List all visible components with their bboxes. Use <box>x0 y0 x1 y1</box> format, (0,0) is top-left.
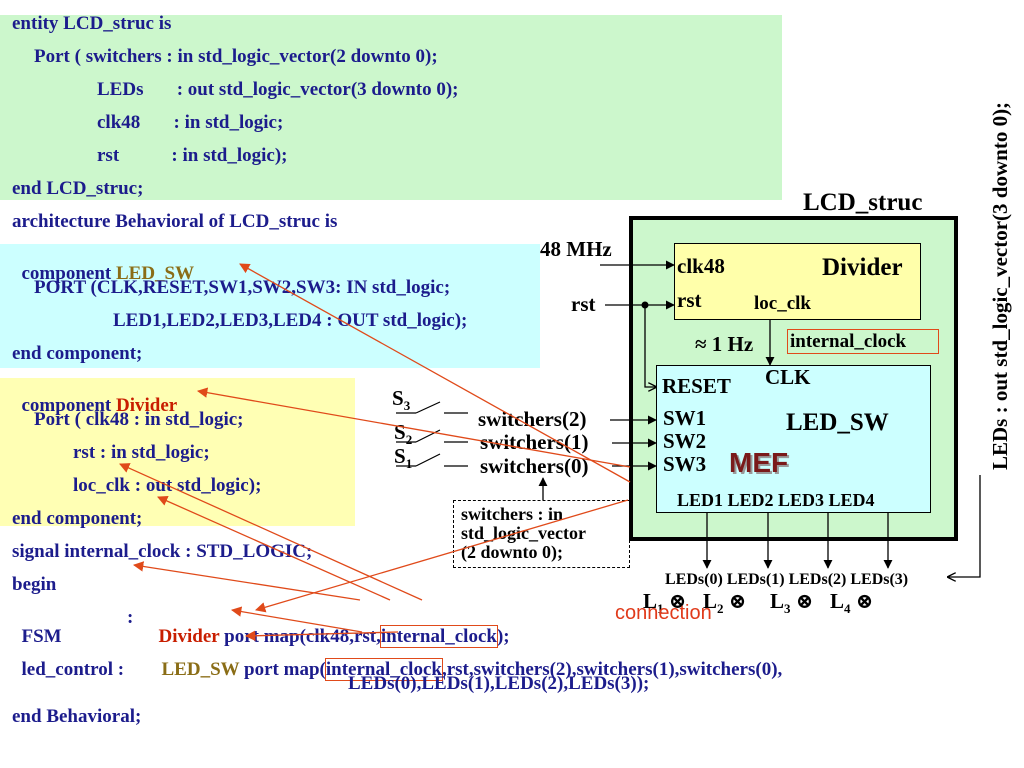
switch-s2-label: S2 <box>394 420 413 448</box>
fsm-internal-clock: internal_clock <box>379 625 498 648</box>
ledsw-name: LED_SW <box>115 263 195 284</box>
fsm-close: ); <box>496 626 510 647</box>
switchers-wires <box>610 415 657 471</box>
switch-s3-icon <box>396 401 468 414</box>
switch-s2-icon <box>396 429 468 443</box>
switchers-note-box <box>453 500 630 568</box>
lamp-l1: L1 ⊗ <box>643 589 687 617</box>
code-end-component-2: end component; <box>12 508 143 529</box>
entity-bg <box>0 15 782 200</box>
led-control-label: led_control : <box>21 659 125 680</box>
component-divider-bg <box>0 378 355 526</box>
code-led-outputs-map: LEDs(0),LEDs(1),LEDs(2),LEDs(3)); <box>348 673 650 694</box>
ledsw-title: LED_SW <box>786 409 889 436</box>
keyword-component: component <box>21 395 116 416</box>
ledcontrol-args: ,rst,switchers(2),switchers(1),switchers… <box>441 659 783 680</box>
code-divider-rst: rst : in std_logic; <box>73 442 210 463</box>
ledcontrol-internal-clock: internal_clock <box>324 658 443 681</box>
ledsw-reset-port: RESET <box>662 374 731 398</box>
switchers2-label: switchers(2) <box>478 407 587 431</box>
connection-label: connection <box>615 602 712 624</box>
leds-port-arrow <box>948 475 981 577</box>
rst-wire <box>605 300 675 388</box>
code-fsm-portmap: Divider port map(clk48,rst,internal_cloc… <box>149 608 510 648</box>
code-ledsw-outputs: LED1,LED2,LED3,LED4 : OUT std_logic); <box>113 310 468 331</box>
switchers-note-line3: (2 downto 0); <box>461 542 563 562</box>
fsm-divider: Divider <box>158 626 220 647</box>
lamp-l3: L3 ⊗ <box>770 589 814 617</box>
lamp-icon: ⊗ <box>668 589 687 613</box>
code-component-ledsw: component LED_SW <box>12 245 195 284</box>
ledsw-sw1-port: SW1 <box>663 406 707 430</box>
ledsw-led-ports: LED1 LED2 LED3 LED4 <box>677 490 875 510</box>
code-fsm-colon: : <box>127 607 134 628</box>
switchers1-label: switchers(1) <box>480 430 589 454</box>
divider-locclk-port: loc_clk <box>754 293 811 314</box>
code-end-entity: end LCD_struc; <box>12 178 144 199</box>
code-fsm: FSM <box>12 608 62 646</box>
lamp-icon: ⊗ <box>795 589 814 613</box>
switch-s1-label: S1 <box>394 444 413 472</box>
ledsw-sw3-port: SW3 <box>663 452 707 476</box>
internal-clock-label: internal_clock <box>790 331 907 352</box>
code-component-divider: component Divider <box>12 377 178 416</box>
fsm-label: FSM <box>21 626 62 647</box>
code-end-component-1: end component; <box>12 343 143 364</box>
lamp-l2: L2 ⊗ <box>703 589 747 617</box>
led-output-arrows <box>702 513 893 569</box>
code-port-clk48: clk48 : in std_logic; <box>97 112 284 133</box>
code-ledsw-port: PORT (CLK,RESET,SW1,SW2,SW3: IN std_logi… <box>34 277 451 298</box>
code-port-rst: rst : in std_logic); <box>97 145 288 166</box>
code-led-control: led_control : <box>12 641 125 680</box>
ledsw-sw2-port: SW2 <box>663 429 707 453</box>
code-divider-clk48: Port ( clk48 : in std_logic; <box>34 409 244 430</box>
switch-s3-label: S3 <box>392 386 411 414</box>
divider-box <box>674 243 921 320</box>
divider-rst-port: rst <box>677 288 702 312</box>
switch-s1-icon <box>396 453 468 467</box>
code-signal: signal internal_clock : STD_LOGIC; <box>12 541 313 562</box>
lamp-l4: L4 ⊗ <box>830 589 874 617</box>
keyword-component: component <box>21 263 116 284</box>
code-begin: begin <box>12 574 57 595</box>
rst-input-label: rst <box>571 292 596 316</box>
diagram-title: LCD_struc <box>803 189 923 216</box>
connection-arrows <box>119 263 631 641</box>
ledcontrol-ledsw: LED_SW <box>161 659 240 680</box>
switchers-note-line2: std_logic_vector <box>461 523 586 543</box>
code-divider-locclk: loc_clk : out std_logic); <box>73 475 262 496</box>
switchers0-label: switchers(0) <box>480 454 589 478</box>
frequency-label: ≈ 1 Hz <box>695 332 754 356</box>
lamp-icon: ⊗ <box>855 589 874 613</box>
code-architecture: architecture Behavioral of LCD_struc is <box>12 211 338 232</box>
code-entity: entity LCD_struc is <box>12 13 172 34</box>
ledsw-clk-port: CLK <box>765 365 811 389</box>
code-end-behavioral: end Behavioral; <box>12 706 142 727</box>
component-ledsw-bg <box>0 244 540 368</box>
divider-clk48-port: clk48 <box>677 254 725 278</box>
mef-watermark: MEF <box>729 447 789 478</box>
ledcontrol-portmap: port map( <box>239 659 326 680</box>
led-outputs-label: LEDs(0) LEDs(1) LEDs(2) LEDs(3) <box>665 571 909 588</box>
lamp-icon: ⊗ <box>728 589 747 613</box>
divider-title: Divider <box>822 254 903 281</box>
code-port-leds: LEDs : out std_logic_vector(3 downto 0); <box>97 79 459 100</box>
divider-name: Divider <box>115 395 178 416</box>
led-sw-box <box>656 365 931 513</box>
internal-clock-box <box>787 329 939 354</box>
switchers-note-line1: switchers : in <box>461 504 563 524</box>
code-port-switchers: Port ( switchers : in std_logic_vector(2… <box>34 46 438 67</box>
code-led-control-portmap: LED_SW port map(internal_clock,rst,switc… <box>152 641 783 681</box>
clk-input-label: 48 MHz <box>540 237 612 261</box>
